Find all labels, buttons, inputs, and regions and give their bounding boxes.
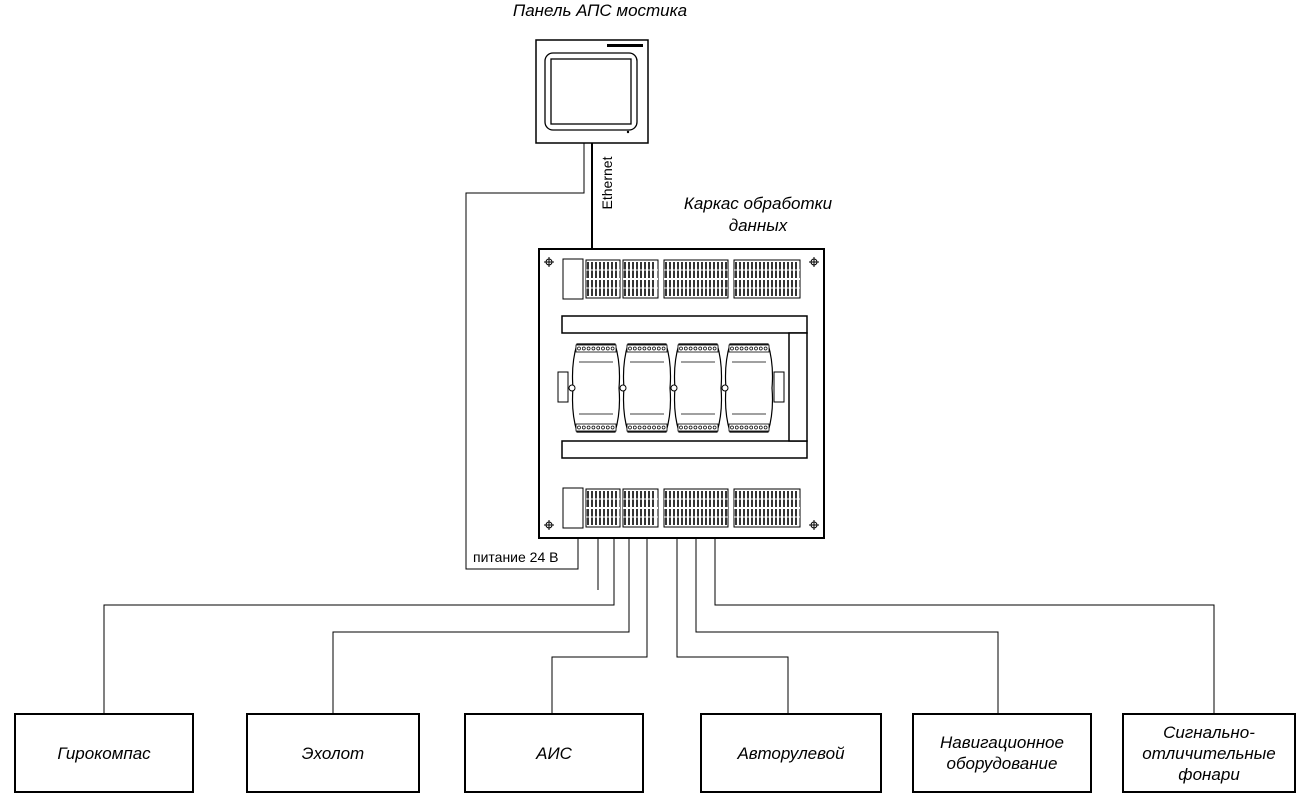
device-signal-lights-line1: Сигнально- xyxy=(1163,722,1255,742)
terminal-bottom-group xyxy=(663,488,729,528)
cable-gyrocompass-run xyxy=(103,538,615,713)
terminal-bottom-group xyxy=(733,488,801,528)
power-cable xyxy=(465,143,585,570)
device-echosounder: Эхолот xyxy=(246,713,420,793)
device-signal-lights-line2: отличительные xyxy=(1142,743,1276,763)
device-navigation-line2: оборудование xyxy=(946,754,1058,773)
device-signal-lights-label: Сигнально- отличительные фонари xyxy=(1142,722,1275,785)
device-gyrocompass: Гирокомпас xyxy=(14,713,194,793)
bridge-panel-device xyxy=(535,39,649,144)
device-gyrocompass-label: Гирокомпас xyxy=(57,743,151,763)
terminal-top-group xyxy=(733,259,801,299)
terminal-bottom-group xyxy=(622,488,659,528)
terminal-top-group xyxy=(622,259,659,299)
cable-autopilot xyxy=(676,538,789,713)
device-autopilot: Авторулевой xyxy=(700,713,882,793)
device-autopilot-label: Авторулевой xyxy=(737,743,845,763)
io-module xyxy=(670,343,723,433)
ethernet-label: Ethernet xyxy=(599,156,615,210)
cable-signal-lights xyxy=(714,538,1215,713)
io-module xyxy=(568,343,621,433)
cable-echosounder xyxy=(332,538,630,713)
frame-title: Каркас обработки данных xyxy=(668,193,848,237)
device-signal-lights: Сигнально- отличительные фонари xyxy=(1122,713,1296,793)
power-label: питание 24 В xyxy=(473,549,559,565)
cable-navigation xyxy=(695,538,999,713)
terminal-bottom-group xyxy=(585,488,621,528)
io-module xyxy=(721,343,774,433)
device-ais-label: АИС xyxy=(536,743,572,763)
device-signal-lights-line3: фонари xyxy=(1178,764,1240,784)
terminal-top-group xyxy=(663,259,729,299)
terminal-block-top xyxy=(585,259,801,299)
device-navigation-label: Навигационное оборудование xyxy=(940,732,1064,774)
terminal-top-group xyxy=(585,259,621,299)
bridge-panel-title: Панель АПС мостика xyxy=(512,1,688,20)
device-navigation-line1: Навигационное xyxy=(940,733,1064,752)
frame-title-line2: данных xyxy=(728,216,788,235)
io-modules xyxy=(568,343,774,433)
cable-ais xyxy=(551,538,648,713)
device-navigation: Навигационное оборудование xyxy=(912,713,1092,793)
terminal-block-bottom xyxy=(585,488,801,528)
device-echosounder-label: Эхолот xyxy=(301,743,365,763)
device-ais: АИС xyxy=(464,713,644,793)
frame-title-line1: Каркас обработки xyxy=(683,194,833,213)
io-module xyxy=(619,343,672,433)
